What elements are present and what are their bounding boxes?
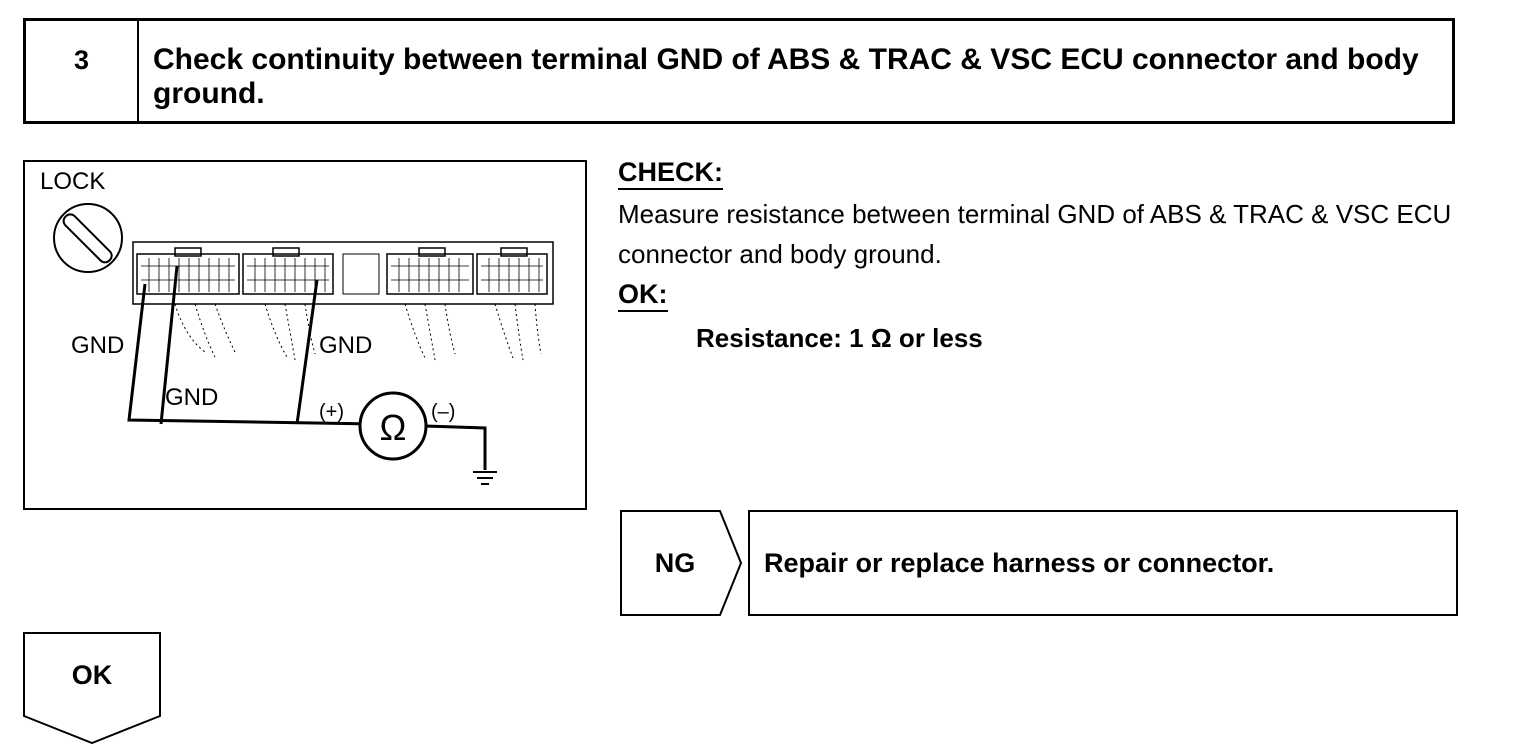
step-number: 3 [26, 21, 139, 121]
harness-wires-icon [174, 303, 542, 361]
probe-minus-label: (–) [431, 401, 456, 423]
ok-heading: OK: [618, 278, 668, 312]
ok-spec: Resistance: 1 Ω or less [696, 323, 983, 353]
gnd-label-right: GND [319, 332, 373, 359]
step-title: Check continuity between terminal GND of… [153, 43, 1419, 110]
ecu-connector-icon [132, 241, 554, 305]
check-text: Measure resistance between terminal GND … [618, 199, 1452, 269]
ng-action-box: Repair or replace harness or connector. [748, 510, 1458, 616]
lock-label: LOCK [40, 168, 106, 195]
lock-icon [53, 203, 123, 273]
connector-illustration: Ω [53, 203, 554, 485]
ok-arrow-icon [23, 632, 161, 745]
wiring-diagram: Ω LOCK GND GND GND (+) (–) [23, 160, 587, 510]
ohmmeter-icon: Ω [358, 391, 428, 461]
ng-label: NG [654, 547, 696, 578]
ohm-symbol: Ω [380, 407, 407, 448]
step-header: 3 Check continuity between terminal GND … [23, 18, 1455, 124]
probe-plus-label: (+) [319, 401, 344, 423]
test-lead-icon [127, 265, 487, 470]
check-instructions: CHECK: Measure resistance between termin… [618, 156, 1498, 358]
ng-result-tag: NG [620, 510, 743, 616]
ground-icon [473, 471, 497, 485]
ok-result-tag: OK [23, 632, 161, 745]
ok-label: OK [71, 659, 113, 690]
ng-arrow-icon [620, 510, 743, 616]
gnd-label-left: GND [71, 332, 125, 359]
gnd-label-center: GND [165, 384, 219, 411]
check-heading: CHECK: [618, 156, 723, 190]
